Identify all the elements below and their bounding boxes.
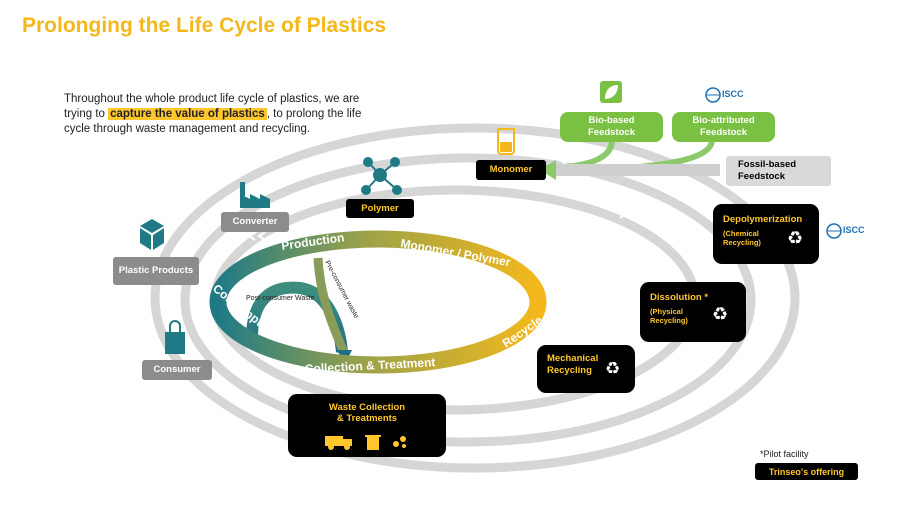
molecule-icon [361, 157, 402, 195]
factory-icon [240, 182, 270, 208]
pilot-note: *Pilot facility [760, 449, 809, 459]
fossil-node: Fossil-based Feedstock [726, 156, 831, 186]
plastic-products-node: Plastic Products [113, 257, 199, 285]
dissolution-box: Dissolution * (Physical Recycling) ♻ [640, 282, 746, 342]
waste-collection-box: Waste Collection & Treatments [288, 394, 446, 457]
polymer-node: Polymer [346, 199, 414, 218]
intro-after: , to prolong the life cycle through wast… [64, 108, 362, 135]
intro-before: Throughout the whole product life cycle … [64, 93, 360, 120]
leaf-icon [600, 81, 622, 103]
bio-based-node: Bio-based Feedstock [560, 112, 663, 142]
intro-highlight: capture the value of plastics [108, 108, 267, 120]
pre-consumer-waste-curve [313, 257, 350, 357]
waste-icons [288, 434, 446, 450]
recycle-bin-icon [365, 435, 381, 450]
bio-attributed-node: Bio-attributed Feedstock [672, 112, 775, 142]
waste-collection-title: Waste Collection & Treatments [328, 402, 406, 424]
mechanical-recycling-box: Mechanical Recycling ♻ [537, 345, 635, 393]
truck-icon [325, 436, 352, 450]
intro-text: Throughout the whole product life cycle … [64, 92, 379, 137]
depolymerization-sub: (Chemical Recycling) [723, 229, 761, 247]
monomer-node: Monomer [476, 160, 546, 180]
feedstock-arrows [539, 139, 720, 180]
trinseo-offering-legend: Trinseo's offering [755, 463, 858, 480]
depolymerization-box: Depolymerization (Chemical Recycling) ♻ [713, 204, 819, 264]
lifecycle-ring [209, 230, 547, 374]
dissolution-loop [180, 153, 756, 447]
iscc-label: ISCC [722, 89, 744, 99]
feedstock-arrowhead [540, 160, 556, 180]
recycle-icon-dissolution: ♻ [712, 304, 729, 324]
recycle-icon-depoly: ♻ [787, 228, 804, 248]
label-post-consumer: Post-consumer Waste [246, 295, 315, 302]
iscc-label-2: ISCC [843, 225, 865, 235]
mechanical-title: Mechanical Recycling [547, 353, 599, 376]
dissolution-title: Dissolution * [650, 292, 709, 303]
dissolution-sub: (Physical Recycling) [650, 307, 688, 325]
depolymerization-title: Depolymerization [723, 214, 803, 225]
shopping-bag-icon [165, 320, 185, 354]
page-title: Prolonging the Life Cycle of Plastics [22, 14, 387, 37]
label-collection: Collection & Treatment [304, 355, 435, 376]
consumer-node: Consumer [142, 360, 212, 380]
iscc-globe-icon-2: ISCC [826, 223, 865, 239]
iscc-globe-icon: ISCC [705, 87, 744, 103]
box-icon [140, 219, 164, 250]
waste-bits-icon [393, 436, 406, 448]
converter-node: Converter [221, 212, 289, 232]
depolymerization-loop [150, 123, 800, 473]
beaker-icon [497, 128, 515, 155]
recycle-icon-mechanical: ♻ [605, 359, 621, 378]
